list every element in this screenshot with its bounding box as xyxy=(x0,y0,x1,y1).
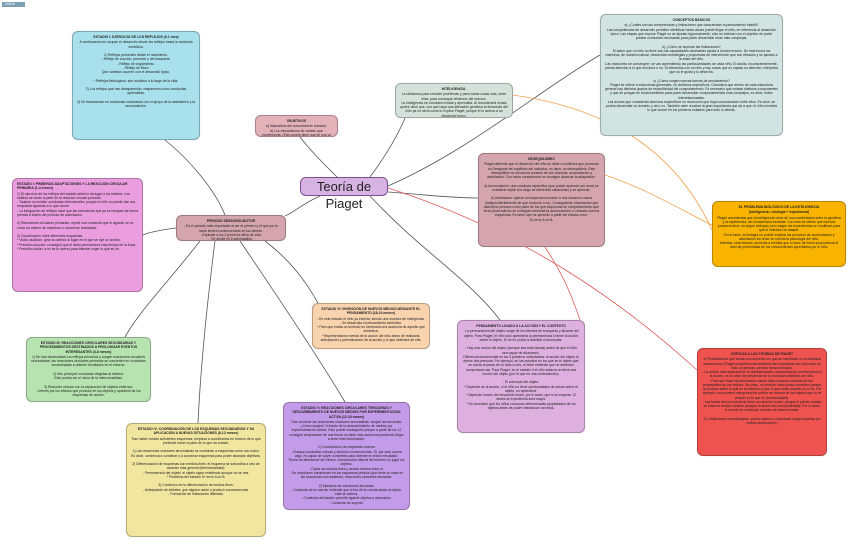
central-topic[interactable]: Teoría de Piaget xyxy=(300,177,388,211)
node-title: OBJETIVOS xyxy=(286,119,307,123)
node-estadio-vi[interactable]: ESTADIO VI: INVENCIÓN DE NUEVOS MEDIOS M… xyxy=(312,303,430,349)
node-estadio-iii[interactable]: ESTADIO III: REACCIONES CIRCULARES SECUN… xyxy=(26,337,151,402)
app-badge: XMind xyxy=(2,2,25,7)
node-body: 1) Posibilidad de que exista conocimient… xyxy=(702,357,822,425)
node-title: INTELIGENCIA. xyxy=(441,87,467,91)
node-body: Piaget defiende que el desarrollo del ni… xyxy=(483,162,600,222)
node-body: La utilizamos para resolver problemas y … xyxy=(400,92,508,118)
node-inteligencia[interactable]: INTELIGENCIA.La utilizamos para resolver… xyxy=(395,83,513,118)
node-title: ESTADIO I: EJERCICIO DE LOS REFLEJOS (0-… xyxy=(93,35,179,39)
node-pensamiento-ligado[interactable]: PENSAMIENTO LIGADO A LA ACCIÓN Y EL CONT… xyxy=(457,320,585,433)
node-title: ESTADIO IV: COORDINACIÓN DE LOS ESQUEMAS… xyxy=(137,427,255,436)
node-title: ESTADIO III: REACCIONES CIRCULARES SECUN… xyxy=(39,341,138,354)
node-body: a) ¿Cuáles son las competencias y limita… xyxy=(605,23,778,113)
link-biologico xyxy=(604,174,713,226)
link-desequilibrio xyxy=(387,191,479,199)
node-body: 1) El ejercicio de los reflejos del esta… xyxy=(17,191,139,251)
node-estadio-iv[interactable]: ESTADIO IV: COORDINACIÓN DE LOS ESQUEMAS… xyxy=(126,423,266,537)
node-body: - La permanencia del objeto surge de los… xyxy=(463,329,579,410)
link-conceptos xyxy=(387,54,601,187)
node-body: Tras construir las reacciones circulares… xyxy=(288,419,405,505)
link-estadio0 xyxy=(164,139,226,216)
link-objetivos xyxy=(299,136,341,181)
node-title: ESTADIO VI: INVENCIÓN DE NUEVOS MEDIOS M… xyxy=(321,307,421,316)
node-title: ESTADIO I: PRIMERAS ADAPTACIONES Y LA RE… xyxy=(17,182,128,191)
node-title: ESTADIO V: REACCIONES CIRCULARES TERCIAR… xyxy=(292,406,401,419)
node-body: 1) Se han desarrollado los reflejos prim… xyxy=(31,354,146,397)
link-conceptos-orange xyxy=(512,94,713,231)
node-title: CONCEPTOS BÁSICOS xyxy=(672,18,711,22)
node-estadio-reflejos[interactable]: ESTADIO I: EJERCICIO DE LOS REFLEJOS (0-… xyxy=(72,31,200,140)
node-estadio-i-adaptaciones[interactable]: ESTADIO I: PRIMERAS ADAPTACIONES Y LA RE… xyxy=(12,178,143,292)
node-body: a) Naturaleza del conocimiento humano. b… xyxy=(261,124,332,137)
link-estadio6 xyxy=(264,240,319,304)
link-estadio5 xyxy=(239,240,346,403)
node-body: Tras haber creado suficientes esquemas, … xyxy=(131,436,261,496)
link-estadio4 xyxy=(197,240,216,424)
node-body: A continuación se ocupan el desarrollo d… xyxy=(77,40,195,108)
node-body: - Es el periodo más importante al ser el… xyxy=(184,224,278,241)
link-sensoriomotor xyxy=(284,195,321,217)
link-desequilibrio-red xyxy=(544,246,581,321)
node-title: DESEQUILIBRIO xyxy=(528,157,555,161)
node-title: CRÍTICAS A LAS TEORÍAS DE PIAGET xyxy=(730,352,794,356)
node-problema-biologico[interactable]: EL PROBLEMA BIOLÓGICO DE LA INTELIGENCIA… xyxy=(712,201,846,267)
link-estadio3 xyxy=(124,240,201,338)
node-title: PENSAMIENTO LIGADO A LA ACCIÓN Y EL CONT… xyxy=(476,324,566,328)
link-pensamiento xyxy=(369,195,501,321)
node-periodo-sensoriomotor[interactable]: PERIODO SENSORIO-MOTOR- Es el periodo má… xyxy=(176,215,286,241)
node-estadio-v[interactable]: ESTADIO V: REACCIONES CIRCULARES TERCIAR… xyxy=(283,402,410,510)
link-inteligencia xyxy=(369,117,406,178)
link-criticas xyxy=(387,187,698,371)
node-body: - En este estadio el niño ya inventa, si… xyxy=(317,316,426,342)
node-title: PERIODO SENSORIO-MOTOR xyxy=(206,219,256,223)
node-title: EL PROBLEMA BIOLÓGICO DE LA INTELIGENCIA xyxy=(738,205,820,209)
link-estadio1 xyxy=(142,227,177,236)
node-body: Piaget considerada que la inteligencia v… xyxy=(717,215,841,250)
node-subtitle: (inteligencia = biología + experiencia) xyxy=(748,210,810,215)
